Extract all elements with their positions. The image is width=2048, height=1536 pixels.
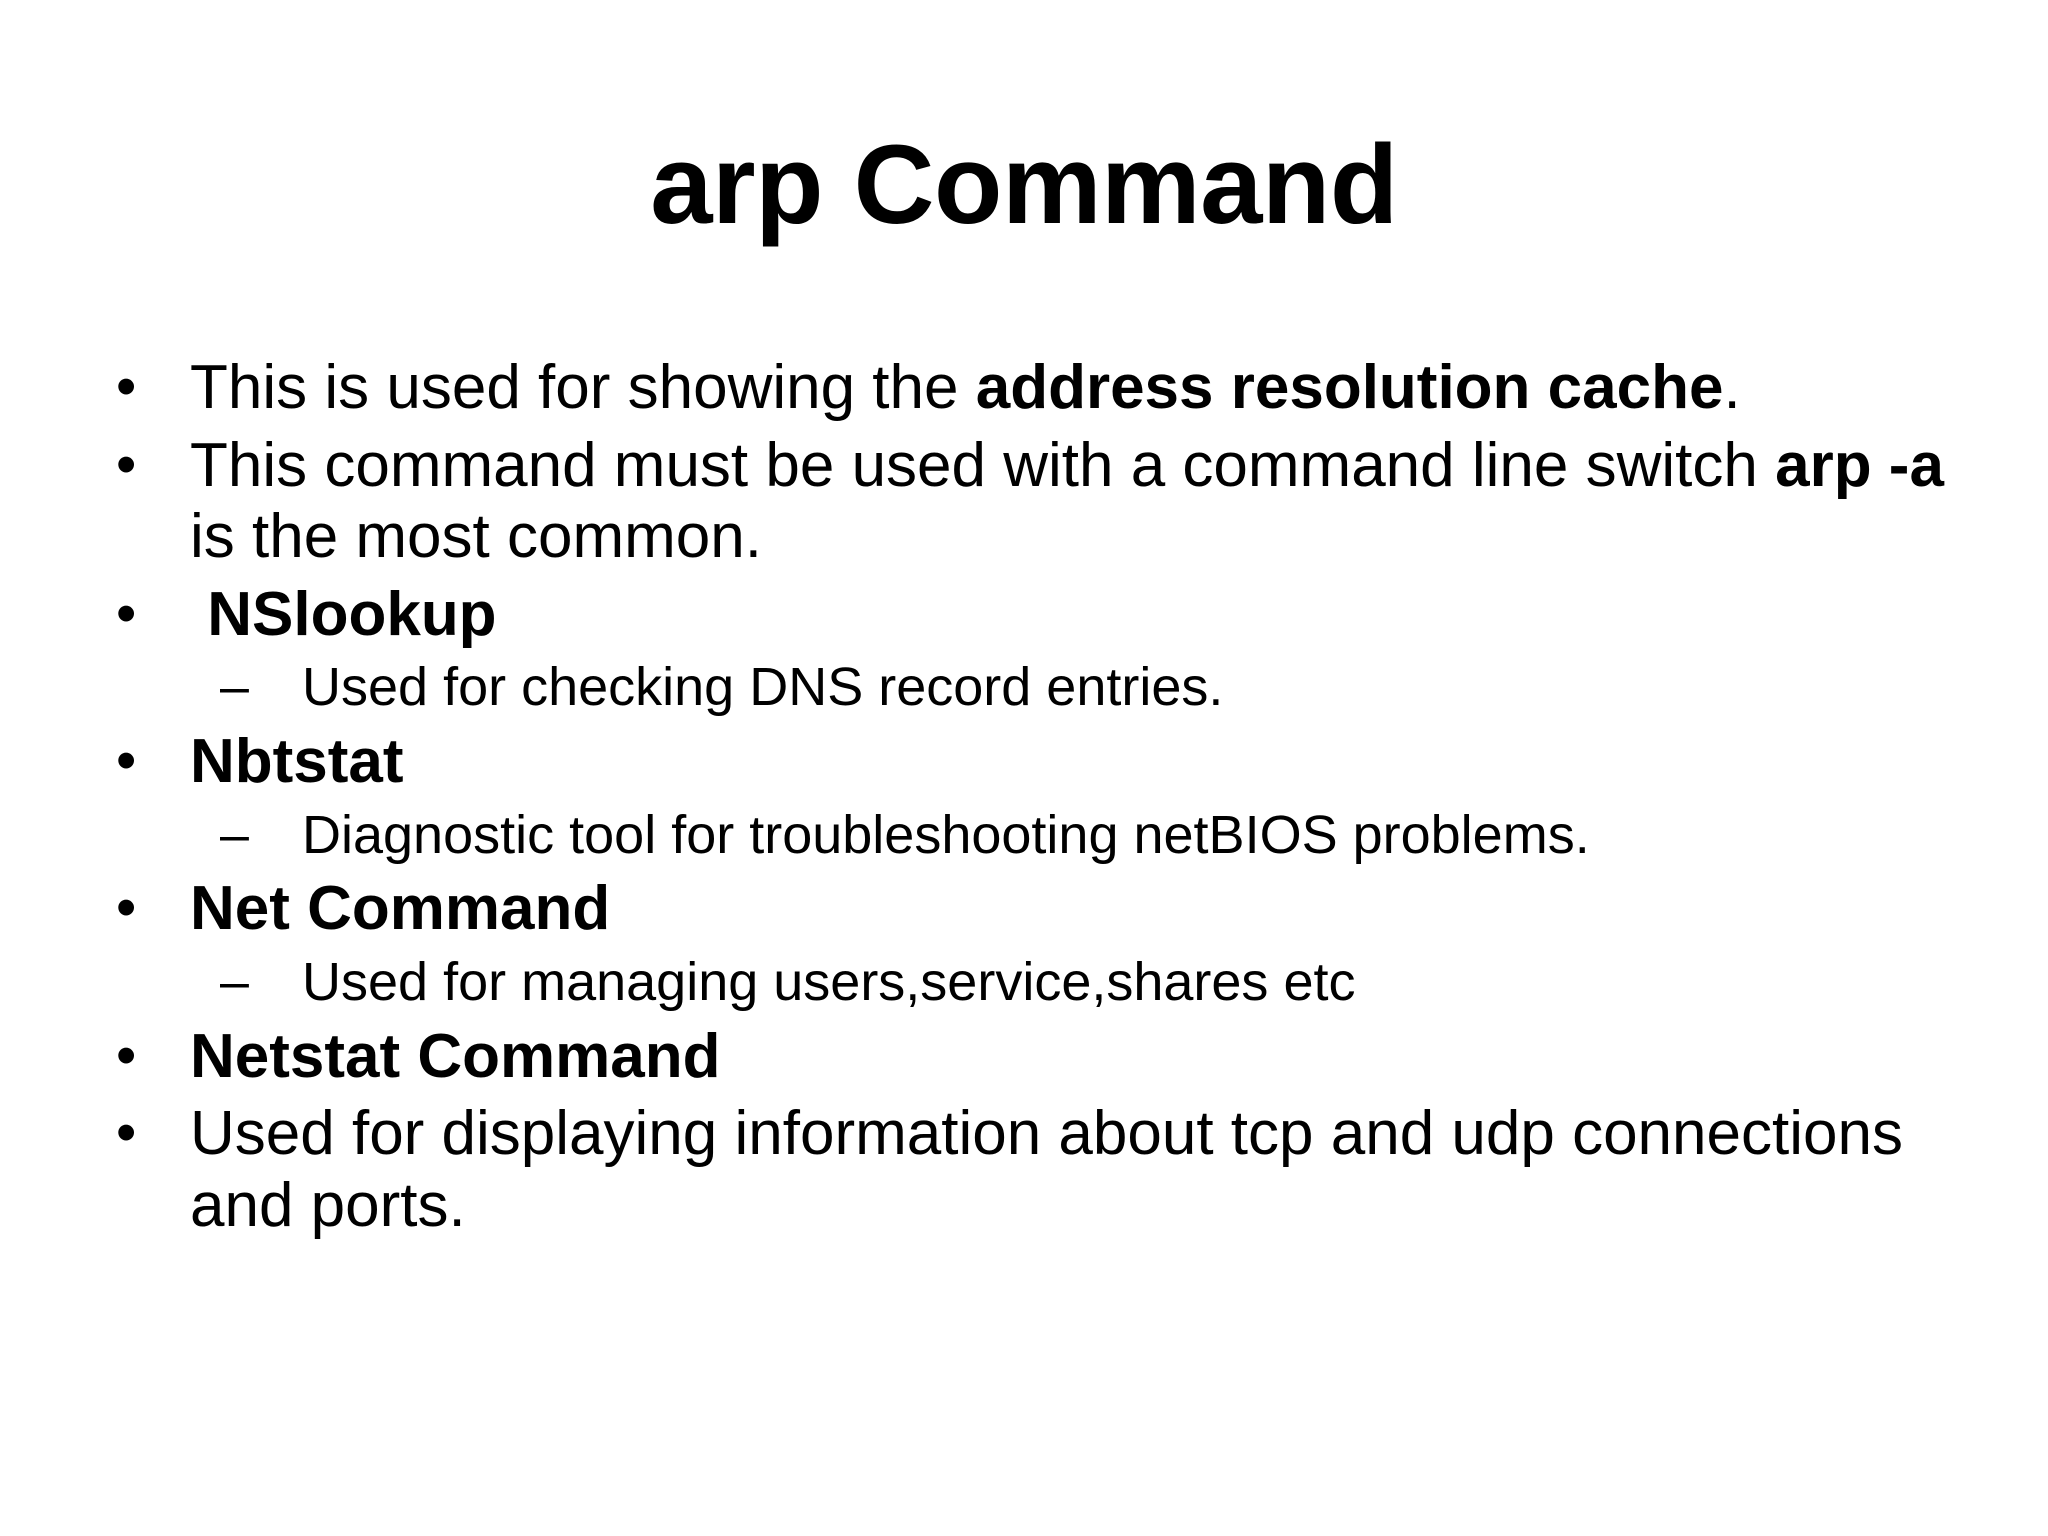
bullet-text: Net Command (190, 873, 1962, 945)
emphasis-text: Nbtstat (190, 727, 404, 797)
bullet-text: Nbtstat (190, 726, 1962, 798)
bullet-text: Netstat Command (190, 1021, 1962, 1093)
slide-body: • This is used for showing the address re… (112, 352, 1962, 1248)
bullet-text: Used for checking DNS record entries. (302, 656, 1962, 720)
dash-bullet-icon: – (220, 953, 249, 1012)
body-text: This command must be used with a command… (190, 430, 1776, 500)
sub-bullet-item: –Used for checking DNS record entries. (112, 656, 1962, 720)
bullet-item: • Netstat Command (112, 1021, 1962, 1093)
body-text: is the most common. (190, 502, 762, 572)
bullet-item: • This command must be used with a comman… (112, 430, 1962, 573)
dot-bullet-icon: • (116, 431, 137, 497)
sub-bullet-item: –Used for managing users,service,shares … (112, 951, 1962, 1015)
dot-bullet-icon: • (116, 580, 137, 646)
emphasis-text: Net Command (190, 874, 611, 944)
dot-bullet-icon: • (116, 354, 137, 419)
emphasis-text: address resolution cache (975, 353, 1724, 422)
dot-bullet-icon: • (116, 728, 137, 794)
sub-bullet-item: –Diagnostic tool for troubleshooting net… (112, 804, 1962, 868)
bullet-text: Used for managing users,service,shares e… (302, 951, 1962, 1015)
bullet-text: NSlookup (190, 579, 1962, 651)
dash-bullet-icon: – (220, 658, 249, 717)
body-text: Used for managing users,service,shares e… (302, 952, 1356, 1013)
bullet-text: This command must be used with a command… (190, 430, 1962, 573)
body-text: Diagnostic tool for troubleshooting netB… (302, 804, 1590, 865)
page-title: arp Command (650, 122, 1398, 248)
emphasis-text: Netstat Command (190, 1021, 721, 1091)
bullet-text: Used for displaying information about tc… (190, 1098, 1962, 1241)
dot-bullet-icon: • (116, 875, 137, 941)
body-text: Used for checking DNS record entries. (302, 657, 1224, 718)
emphasis-text: NSlookup (207, 579, 497, 649)
dot-bullet-icon: • (116, 1022, 137, 1088)
body-text: . (1723, 353, 1741, 422)
body-text: Used for displaying information about tc… (190, 1099, 1903, 1241)
emphasis-text: arp -a (1775, 430, 1944, 500)
dot-bullet-icon: • (116, 1100, 137, 1166)
bullet-item: • This is used for showing the address re… (112, 352, 1962, 424)
bullet-item: • Net Command (112, 873, 1962, 945)
bullet-text: This is used for showing the address res… (190, 352, 1962, 424)
bullet-item: • Nbtstat (112, 726, 1962, 798)
body-text: This is used for showing the (190, 353, 976, 422)
bullet-item: • Used for displaying information about t… (112, 1098, 1962, 1241)
dash-bullet-icon: – (220, 805, 249, 864)
bullet-list: • This is used for showing the address re… (112, 352, 1962, 1242)
bullet-item: • NSlookup (112, 579, 1962, 651)
bullet-text: Diagnostic tool for troubleshooting netB… (302, 804, 1962, 868)
